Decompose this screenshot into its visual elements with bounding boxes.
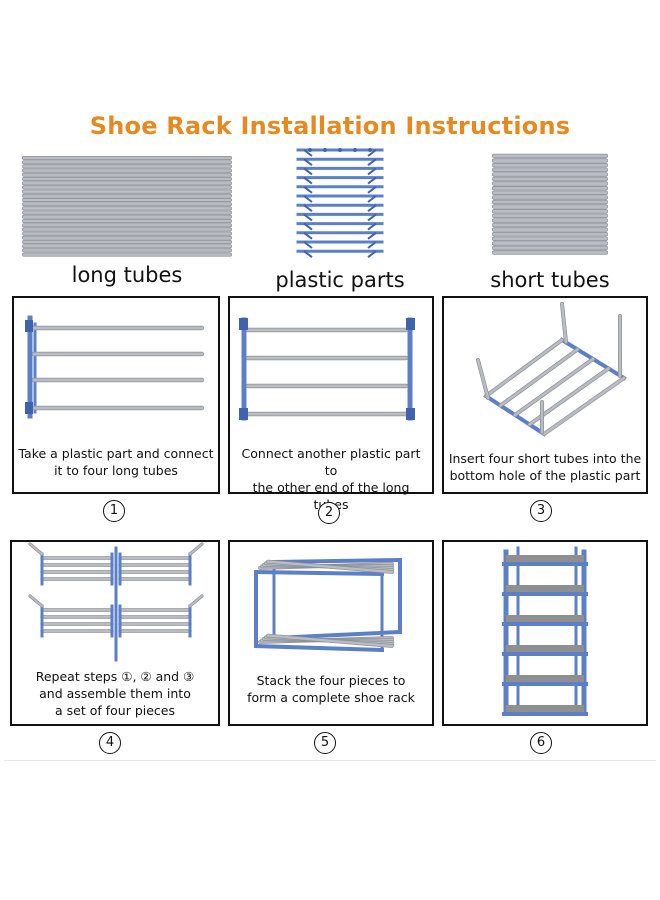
step-6-diagram [444, 542, 646, 724]
page-title: Shoe Rack Installation Instructions [0, 112, 660, 140]
step-5-number: 5 [314, 732, 336, 754]
step-5-line-2: form a complete shoe rack [234, 689, 428, 706]
step-4-line-2: and assemble them into [16, 685, 214, 702]
long-tubes-illustration [22, 152, 232, 262]
bottom-front-rail [256, 646, 382, 650]
step-1-number: 1 [103, 500, 125, 522]
step-4-text: Repeat steps ①, ② and ③ and assemble the… [16, 668, 214, 719]
rack-shelf-cover [506, 705, 584, 713]
step-3-text: Insert four short tubes into the bottom … [448, 450, 642, 484]
short-tubes-illustration [492, 152, 608, 264]
plastic-part-hole [323, 148, 327, 152]
connector-joint [25, 402, 33, 414]
connector-joint [406, 318, 415, 330]
connector-joint [25, 320, 33, 332]
short-tubes-label: short tubes [460, 268, 640, 292]
step-5-panel: Stack the four pieces to form a complete… [228, 540, 434, 726]
step-5-text: Stack the four pieces to form a complete… [234, 672, 428, 706]
top-front-rail [256, 572, 382, 574]
connector-joint [406, 408, 415, 420]
step-3-diagram [444, 298, 646, 443]
step-6-number: 6 [530, 732, 552, 754]
step-1-diagram [14, 298, 218, 433]
short-tube-leg [478, 360, 488, 398]
plastic-parts-illustration [290, 144, 390, 266]
step-2-panel: Connect another plastic part to the othe… [228, 296, 434, 494]
step-3-number: 3 [530, 500, 552, 522]
rack-shelf-cover [506, 675, 584, 683]
step-6-panel [442, 540, 648, 726]
step-4-line-3: a set of four pieces [16, 702, 214, 719]
top-back-rail [274, 560, 400, 562]
bottom-divider [4, 760, 656, 761]
step-1-line-1: Take a plastic part and connect [18, 445, 214, 462]
short-tube-leg [30, 544, 42, 554]
step-3-line-1: Insert four short tubes into the [448, 450, 642, 467]
step-1-panel: Take a plastic part and connect it to fo… [12, 296, 220, 494]
plastic-part-hole [338, 148, 342, 152]
plastic-part-hole [353, 148, 357, 152]
short-tube-leg [190, 544, 202, 554]
plastic-part-hole [308, 148, 312, 152]
step-3-line-2: bottom hole of the plastic part [448, 467, 642, 484]
step-4-panel: Repeat steps ①, ② and ③ and assemble the… [10, 540, 220, 726]
long-tubes-label: long tubes [22, 263, 232, 287]
step-4-line-1: Repeat steps ①, ② and ③ [16, 668, 214, 685]
rack-shelf-cover [506, 585, 584, 593]
rack-shelf-cover [506, 645, 584, 653]
connector-joint [239, 318, 248, 330]
step-2-number: 2 [318, 502, 340, 524]
step-5-line-1: Stack the four pieces to [234, 672, 428, 689]
rack-shelf-cover [506, 555, 584, 563]
step-2-line-1: Connect another plastic part to [234, 445, 428, 479]
step-1-line-2: it to four long tubes [18, 462, 214, 479]
rack-shelf-cover [506, 615, 584, 623]
short-tube-leg [190, 596, 202, 606]
step-4-diagram [12, 542, 218, 667]
plastic-parts-label: plastic parts [240, 268, 440, 292]
plastic-part-hole [368, 148, 372, 152]
step-5-diagram [230, 542, 432, 662]
short-tube-leg [30, 596, 42, 606]
connector-joint [239, 408, 248, 420]
step-4-number: 4 [99, 732, 121, 754]
step-3-panel: Insert four short tubes into the bottom … [442, 296, 648, 494]
step-1-text: Take a plastic part and connect it to fo… [18, 445, 214, 479]
step-2-diagram [230, 298, 432, 433]
